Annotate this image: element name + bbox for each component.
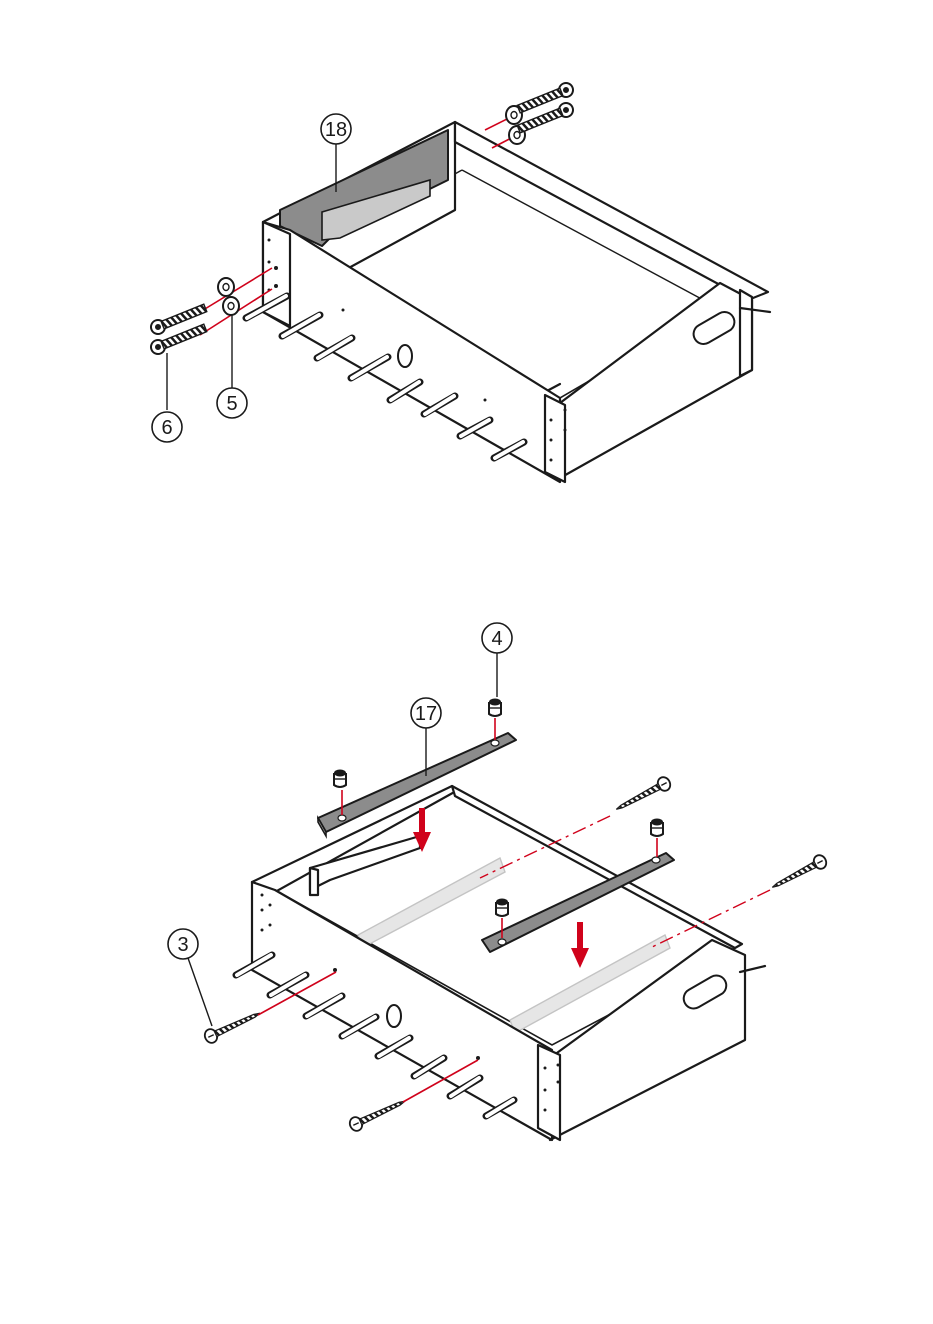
callout-part-3: 3 [168, 929, 198, 959]
callout-label: 18 [325, 119, 347, 141]
callout-part-17: 17 [411, 698, 441, 728]
callout-label: 17 [415, 703, 437, 725]
callout-part-4: 4 [482, 623, 512, 653]
barrel-nut-icon [496, 899, 508, 917]
barrel-nut-icon [489, 699, 501, 717]
step1-drawing: 18 5 6 [149, 81, 770, 482]
ball-slot [398, 345, 412, 367]
barrel-nut-icon [334, 770, 346, 788]
screw-icon [769, 853, 829, 894]
screw-icon [613, 775, 673, 816]
screw-icon [348, 1095, 408, 1133]
callout-part-18: 18 [321, 114, 351, 144]
front-wall-corner [545, 395, 565, 482]
step2-drawing: 4 17 3 [168, 623, 829, 1140]
washer-icon [223, 297, 239, 315]
callout-label: 6 [161, 417, 172, 439]
callout-label: 5 [226, 393, 237, 415]
callout-label: 3 [177, 934, 188, 956]
insert-block [310, 868, 318, 895]
callout-part-6: 6 [152, 412, 182, 442]
callout-label: 4 [491, 628, 502, 650]
callout-part-5: 5 [217, 388, 247, 418]
barrel-nut-icon [651, 819, 663, 837]
washer-icon [218, 278, 234, 296]
end-wall-edge [740, 290, 752, 376]
ball-slot [387, 1005, 401, 1027]
front-wall-corner [538, 1045, 560, 1140]
leader-line [188, 958, 212, 1026]
